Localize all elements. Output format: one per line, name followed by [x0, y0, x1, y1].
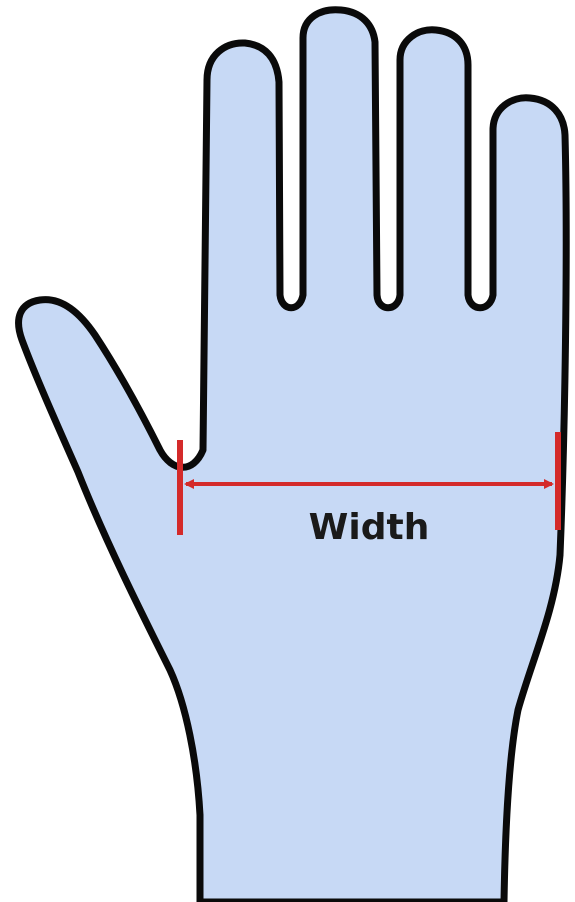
width-label: Width — [309, 507, 430, 548]
hand-outline — [19, 10, 567, 902]
